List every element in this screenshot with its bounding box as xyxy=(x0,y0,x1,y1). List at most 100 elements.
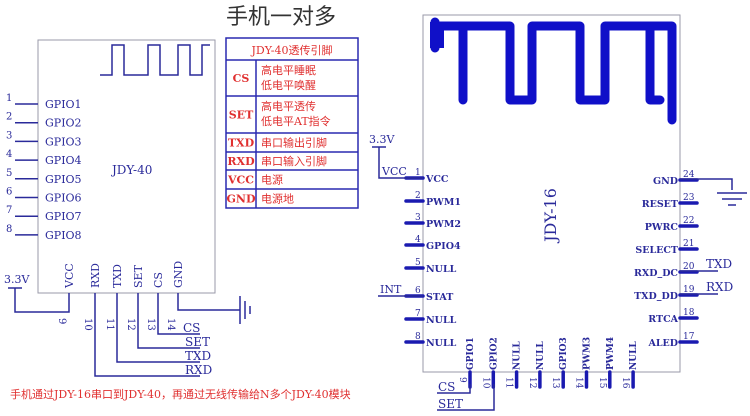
jdy16-module: JDY-16 1VCCVCC2PWM13PWM24GPIO45NULL6STAT… xyxy=(369,14,747,411)
pin-label: SELECT xyxy=(635,245,678,256)
pin-label: GPIO5 xyxy=(45,173,82,186)
jdy40-rxd-wire xyxy=(94,293,200,377)
pin-number: 24 xyxy=(683,170,695,180)
pin-label: GPIO7 xyxy=(45,210,82,223)
table-desc: 电源 xyxy=(261,173,283,187)
antenna-feed-icon xyxy=(430,22,444,48)
pin-label: PWM3 xyxy=(583,337,593,370)
pin-table: JDY-40透传引脚 CS高电平睡眠低电平唤醒SET高电平透传低电平AT指令TX… xyxy=(225,37,359,209)
pin-label: TXD_DD xyxy=(634,291,678,302)
pin-label: NULL xyxy=(513,341,523,370)
ground-icon xyxy=(239,296,251,324)
pin-label: RXD xyxy=(89,263,102,288)
table-header: JDY-40透传引脚 xyxy=(251,43,333,57)
net-label: INT xyxy=(380,283,402,296)
pin-number: 11 xyxy=(104,318,115,331)
pin-label: GPIO4 xyxy=(45,154,82,167)
jdy16-cs-wire xyxy=(437,384,471,394)
pin-label: GPIO6 xyxy=(45,192,82,205)
pin-number: 14 xyxy=(574,377,584,389)
table-desc: 低电平唤醒 xyxy=(261,78,316,92)
pin-label: GPIO2 xyxy=(45,117,82,130)
net-label-rxd: RXD xyxy=(185,363,212,377)
pin-number: 5 xyxy=(415,258,421,268)
pin-number: 6 xyxy=(6,187,12,198)
pin-label: GPIO8 xyxy=(45,229,82,242)
jdy40-cs-wire xyxy=(157,293,200,335)
pin-number: 11 xyxy=(504,377,514,388)
pin-number: 8 xyxy=(415,332,421,342)
pin-label: ALED xyxy=(647,338,678,349)
page-title: 手机一对多 xyxy=(226,5,336,30)
jdy16-outline xyxy=(422,14,681,373)
pin-label: RXD_DC xyxy=(634,268,678,279)
pin-number: 17 xyxy=(683,332,695,342)
pin-number: 22 xyxy=(683,216,694,226)
table-pin: TXD xyxy=(228,137,255,150)
pin-number: 7 xyxy=(415,309,421,319)
pin-number: 8 xyxy=(6,224,12,235)
pin-number: 1 xyxy=(415,168,421,178)
jdy16-name: JDY-16 xyxy=(541,188,560,244)
pin-number: 2 xyxy=(415,191,421,201)
table-pin: SET xyxy=(229,109,254,122)
pin-label: TXD xyxy=(111,264,124,288)
pin-label: RTCA xyxy=(648,314,678,325)
pin-number: 13 xyxy=(550,377,560,389)
table-desc: 电源地 xyxy=(261,192,294,206)
pin-label: CS xyxy=(152,272,165,288)
pin-label: PWRC xyxy=(645,222,679,233)
ground-icon xyxy=(717,192,747,206)
jdy16-supply-label: 3.3V xyxy=(369,133,395,146)
pin-label: VCC xyxy=(63,263,76,289)
pin-number: 20 xyxy=(683,262,695,272)
jdy40-set-wire xyxy=(137,293,200,349)
table-desc: 高电平透传 xyxy=(261,99,316,113)
pin-label: GPIO3 xyxy=(45,135,82,148)
net-label-txd: TXD xyxy=(185,349,211,363)
pin-number: 16 xyxy=(620,377,630,389)
pin-label: NULL xyxy=(426,264,457,275)
table-desc: 串口输出引脚 xyxy=(261,136,327,150)
pin-label: GPIO4 xyxy=(426,241,461,252)
pin-label: GND xyxy=(172,261,185,288)
jdy40-name: JDY-40 xyxy=(110,163,152,177)
pin-number: 10 xyxy=(82,318,93,331)
jdy40-outline xyxy=(37,39,216,294)
jdy16-net-cs: CS xyxy=(438,380,455,394)
caption: 手机通过JDY-16串口到JDY-40，再通过无线传输给N多个JDY-40模块 xyxy=(10,387,351,401)
pin-number: 10 xyxy=(480,377,490,389)
pin-number: 5 xyxy=(6,168,12,179)
net-label-set: SET xyxy=(185,335,210,349)
jdy16-net-set: SET xyxy=(438,397,463,411)
pin-label: STAT xyxy=(426,292,453,303)
pin-label: GPIO1 xyxy=(45,98,82,111)
pin-label: GPIO1 xyxy=(466,337,476,370)
pin-label: PWM1 xyxy=(426,197,461,208)
pin-label: PWM2 xyxy=(426,219,461,230)
jdy16-antenna-icon xyxy=(430,17,677,125)
pin-number: 23 xyxy=(683,193,695,203)
pin-label: NULL xyxy=(629,341,639,370)
table-desc: 低电平AT指令 xyxy=(261,114,331,128)
pin-label: NULL xyxy=(426,315,457,326)
table-pin: CS xyxy=(233,72,250,85)
net-label: TXD xyxy=(706,257,732,271)
pin-label: GPIO2 xyxy=(489,337,499,370)
jdy40-antenna-icon xyxy=(100,44,210,76)
pin-label: GPIO3 xyxy=(559,337,569,370)
table-desc: 串口输入引脚 xyxy=(261,154,327,168)
net-label-cs: CS xyxy=(183,321,200,335)
jdy16-vcc-wire xyxy=(378,147,423,179)
jdy16-set-wire xyxy=(437,384,495,411)
table-pin: RXD xyxy=(227,155,255,168)
pin-number: 6 xyxy=(415,286,421,296)
pin-number: 1 xyxy=(6,93,12,104)
jdy40-txd-wire xyxy=(116,293,200,363)
pin-label: RESET xyxy=(642,199,678,210)
pin-number: 14 xyxy=(165,318,176,331)
pin-label: NULL xyxy=(426,338,457,349)
pin-label: VCC xyxy=(425,174,449,185)
